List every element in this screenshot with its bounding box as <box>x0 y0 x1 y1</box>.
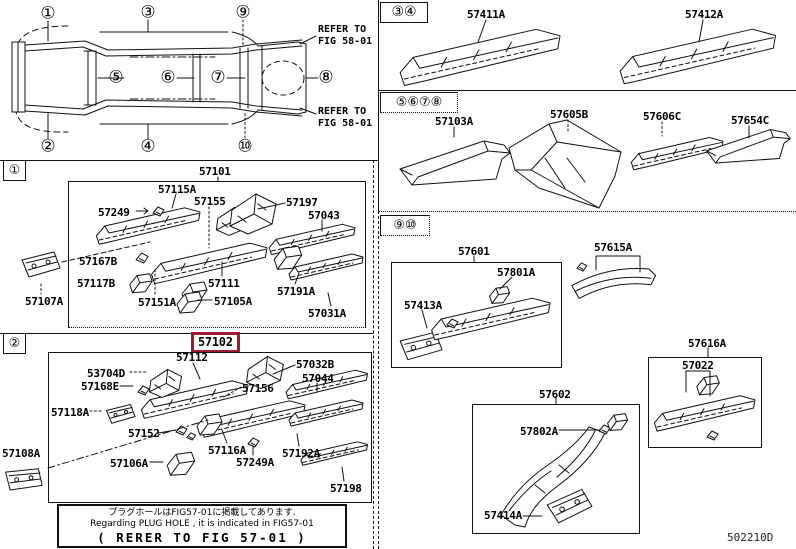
note-japanese: プラグホールはFIG57-01に掲載してあります. <box>108 507 296 518</box>
part-number-57249a[interactable]: 57249A <box>236 456 274 469</box>
panel34-drawing <box>399 20 777 87</box>
part-number-57043[interactable]: 57043 <box>308 209 340 222</box>
divider-right-1 <box>378 90 796 91</box>
group-57616a-box <box>648 357 762 448</box>
part-number-57108a[interactable]: 57108A <box>2 447 40 460</box>
callout-2[interactable]: ② <box>40 136 56 157</box>
refer-note-bottom-line2: FIG 58-01 <box>318 118 373 129</box>
part-number-57155[interactable]: 57155 <box>194 195 226 208</box>
part-number-57115a[interactable]: 57115A <box>158 183 196 196</box>
part-number-57116a[interactable]: 57116A <box>208 444 246 457</box>
callout-8[interactable]: ⑧ <box>318 67 334 88</box>
part-number-57191a[interactable]: 57191A <box>277 285 315 298</box>
panel910-drawing <box>399 256 756 528</box>
drawing-code: 502210D <box>727 531 774 544</box>
group-57602-box <box>472 404 640 534</box>
part-number-57197[interactable]: 57197 <box>286 196 318 209</box>
panel5678-drawing <box>399 119 791 209</box>
divider-right-2 <box>378 211 796 212</box>
overview-vehicle-drawing <box>12 20 318 139</box>
section2-badge: ② <box>3 333 26 354</box>
callout-3[interactable]: ③ <box>140 2 156 23</box>
divider-left-2 <box>0 333 373 334</box>
divider-left-1 <box>0 160 378 161</box>
part-number-57411a[interactable]: 57411A <box>467 8 505 21</box>
part-number-57654c[interactable]: 57654C <box>731 114 769 127</box>
part-number-57031a[interactable]: 57031A <box>308 307 346 320</box>
callout-4[interactable]: ④ <box>140 136 156 157</box>
note-reference: ( RERER TO FIG 57-01 ) <box>97 529 307 545</box>
refer-note-top-line1: REFER TO <box>318 24 367 35</box>
part-number-57198[interactable]: 57198 <box>330 482 362 495</box>
part-number-57413a[interactable]: 57413A <box>404 299 442 312</box>
left-column-edge <box>373 160 374 549</box>
part-number-57106a[interactable]: 57106A <box>110 457 148 470</box>
part-number-57414a[interactable]: 57414A <box>484 509 522 522</box>
assembly-number-57616a[interactable]: 57616A <box>688 337 726 350</box>
callout-9[interactable]: ⑨ <box>235 2 251 23</box>
assembly-number-57602[interactable]: 57602 <box>539 388 571 401</box>
part-number-57103a[interactable]: 57103A <box>435 115 473 128</box>
assembly-number-57101[interactable]: 57101 <box>199 165 231 178</box>
part-number-57152[interactable]: 57152 <box>128 427 160 440</box>
part-number-57801a[interactable]: 57801A <box>497 266 535 279</box>
group-57601-box <box>391 262 562 368</box>
callout-7[interactable]: ⑦ <box>210 67 226 88</box>
part-number-57118a[interactable]: 57118A <box>51 406 89 419</box>
part-number-57151a[interactable]: 57151A <box>138 296 176 309</box>
callout-10[interactable]: ⑩ <box>237 136 253 157</box>
part-number-57111[interactable]: 57111 <box>208 277 240 290</box>
part-number-57032b[interactable]: 57032B <box>296 358 334 371</box>
part-number-57249[interactable]: 57249 <box>98 206 130 219</box>
section1-drawing <box>21 177 364 314</box>
part-number-57606c[interactable]: 57606C <box>643 110 681 123</box>
section910-badge: ⑨⑩ <box>380 215 430 236</box>
part-number-57112[interactable]: 57112 <box>176 351 208 364</box>
part-number-57802a[interactable]: 57802A <box>520 425 558 438</box>
refer-note-bottom-line1: REFER TO <box>318 106 367 117</box>
plug-hole-note: プラグホールはFIG57-01に掲載してあります. Regarding PLUG… <box>57 504 347 548</box>
part-number-57167b[interactable]: 57167B <box>79 255 117 268</box>
section5678-badge: ⑤⑥⑦⑧ <box>380 92 458 113</box>
assembly-number-57601[interactable]: 57601 <box>458 245 490 258</box>
part-number-57117b[interactable]: 57117B <box>77 277 115 290</box>
part-number-57605b[interactable]: 57605B <box>550 108 588 121</box>
part-number-57022[interactable]: 57022 <box>682 359 714 372</box>
section1-box <box>68 181 366 328</box>
part-number-53704d[interactable]: 53704D <box>87 367 125 380</box>
callout-1[interactable]: ① <box>40 3 56 24</box>
part-number-57615a[interactable]: 57615A <box>594 241 632 254</box>
callout-6[interactable]: ⑥ <box>160 67 176 88</box>
section34-badge: ③④ <box>380 2 428 23</box>
refer-note-top-line2: FIG 58-01 <box>318 36 373 47</box>
column-divider-bottom <box>378 211 379 549</box>
column-divider-top <box>378 0 379 211</box>
note-english: Regarding PLUG HOLE , it is indicated in… <box>90 518 314 529</box>
part-number-57412a[interactable]: 57412A <box>685 8 723 21</box>
part-number-57156[interactable]: 57156 <box>242 382 274 395</box>
section1-badge: ① <box>3 160 26 181</box>
section2-box <box>48 352 372 503</box>
part-number-57044[interactable]: 57044 <box>302 372 334 385</box>
part-number-57105a[interactable]: 57105A <box>214 295 252 308</box>
assembly-number-57102-highlighted[interactable]: 57102 <box>191 332 240 353</box>
section2-drawing <box>2 349 368 495</box>
callout-5[interactable]: ⑤ <box>108 67 124 88</box>
part-number-57107a[interactable]: 57107A <box>25 295 63 308</box>
part-number-57168e[interactable]: 57168E <box>81 380 119 393</box>
part-number-57192a[interactable]: 57192A <box>282 447 320 460</box>
